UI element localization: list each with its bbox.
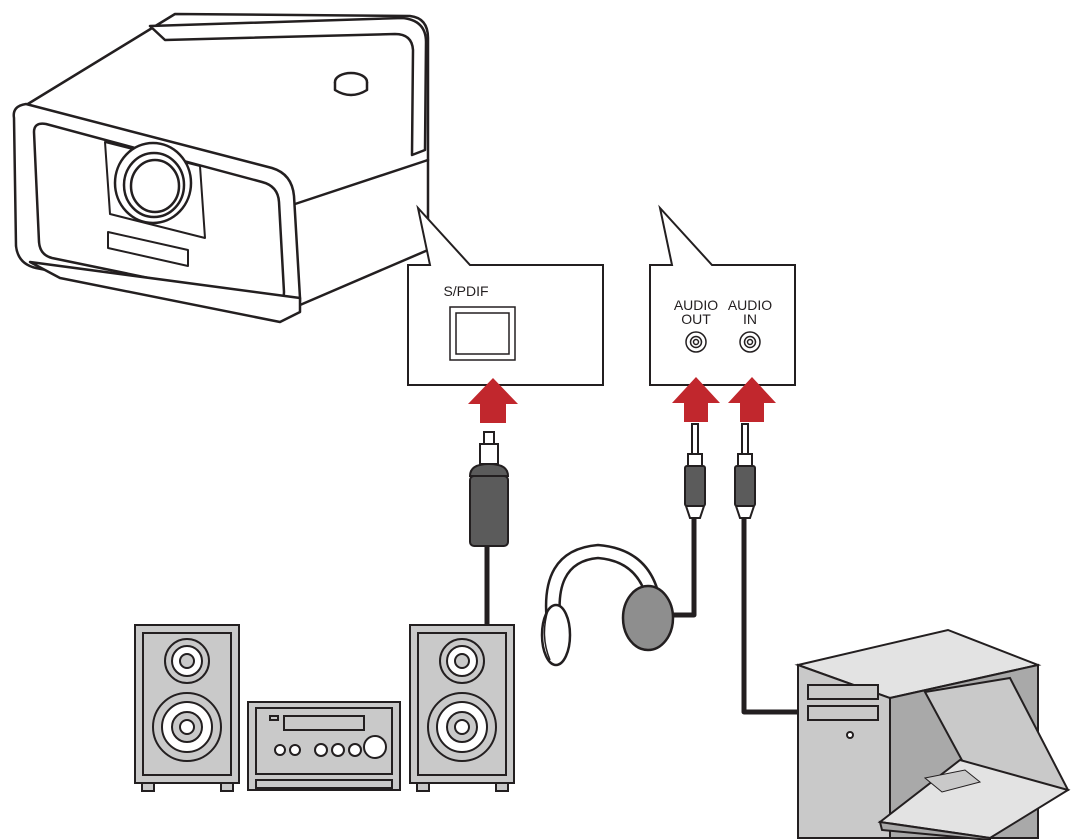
projector-icon [12,12,430,324]
arrow-up-icon [468,378,518,423]
stereo-system-icon [134,624,515,792]
arrow-up-icon [728,377,776,422]
audio-in-label-line1: AUDIO [728,297,772,313]
audio-in-jack-icon [739,331,761,353]
audio-callout [649,204,796,386]
spdif-port-icon [449,306,516,361]
amplifier [247,701,401,791]
optical-plug-icon [468,431,510,547]
computer-cable [741,518,798,715]
audio-in-label-line2: IN [743,311,757,327]
arrow-up-icon [672,377,720,422]
audio-out-label-line1: AUDIO [674,297,718,313]
headphones-icon [540,543,675,667]
audio-out-jack-icon [685,331,707,353]
audio-plug-icon [734,423,756,519]
spdif-label: S/PDIF [443,283,488,299]
headphone-cable [670,518,697,618]
left-speaker [134,624,240,792]
audio-plug-icon [684,423,706,519]
audio-out-label-line2: OUT [681,311,711,327]
right-speaker [409,624,515,792]
laptop-icon [877,676,1071,840]
